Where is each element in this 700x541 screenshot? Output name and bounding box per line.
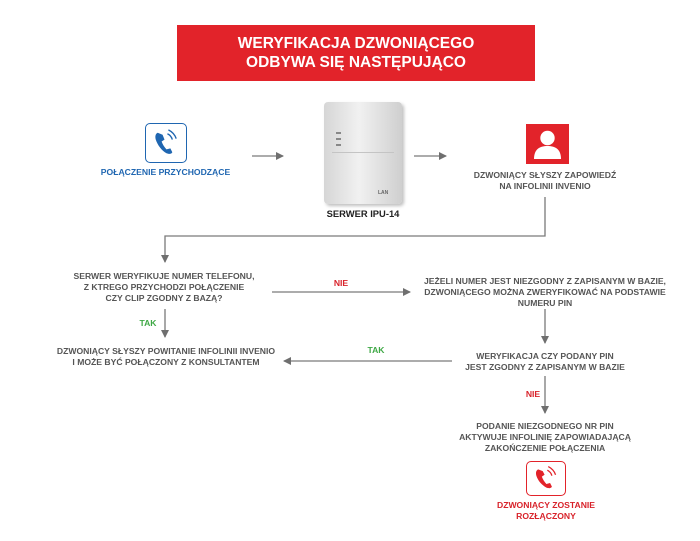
phone-ringing-icon [526,461,566,496]
server-led-2 [336,138,341,140]
server-led-3 [336,144,341,146]
arrow-announce-to-verify [165,197,545,262]
title-line-2: ODBYWA SIĘ NASTĘPUJĄCO [177,53,535,72]
verify-number-text: SERWER WERYFIKUJE NUMER TELEFONU, Z KTRE… [62,271,266,304]
phone-ringing-icon [145,123,187,163]
edge-label-no-2: NIE [521,389,545,400]
verify-pin-text: WERYFIKACJA CZY PODANY PIN JEST ZGODNY Z… [456,351,634,373]
edge-label-yes-1: TAK [136,318,160,329]
title-line-1: WERYFIKACJA DZWONIĄCEGO [177,34,535,53]
server-brand-label: LAN [378,190,388,196]
pin-prompt-text: JEŻELI NUMER JEST NIEZGODNY Z ZAPISANYM … [418,276,672,309]
person-icon [526,124,569,164]
announce-text: DZWONIĄCY SŁYSZY ZAPOWIEDŹ NA INFOLINII … [462,170,628,192]
server-led-1 [336,132,341,134]
server-label: SERWER IPU-14 [300,208,426,219]
edge-label-yes-2: TAK [364,345,388,356]
disconnected-text: DZWONIĄCY ZOSTANIE ROZŁĄCZONY [474,500,618,522]
welcome-text: DZWONIĄCY SŁYSZY POWITANIE INFOLINII INV… [52,346,280,368]
title-banner: WERYFIKACJA DZWONIĄCEGO ODBYWA SIĘ NASTĘ… [177,25,535,81]
server-panel-line [332,152,394,153]
edge-label-no-1: NIE [329,278,353,289]
wrong-pin-text: PODANIE NIEZGODNEGO NR PIN AKTYWUJE INFO… [452,421,638,454]
incoming-call-label: POŁĄCZENIE PRZYCHODZĄCE [88,167,243,178]
server-device-image: LAN [324,102,402,204]
